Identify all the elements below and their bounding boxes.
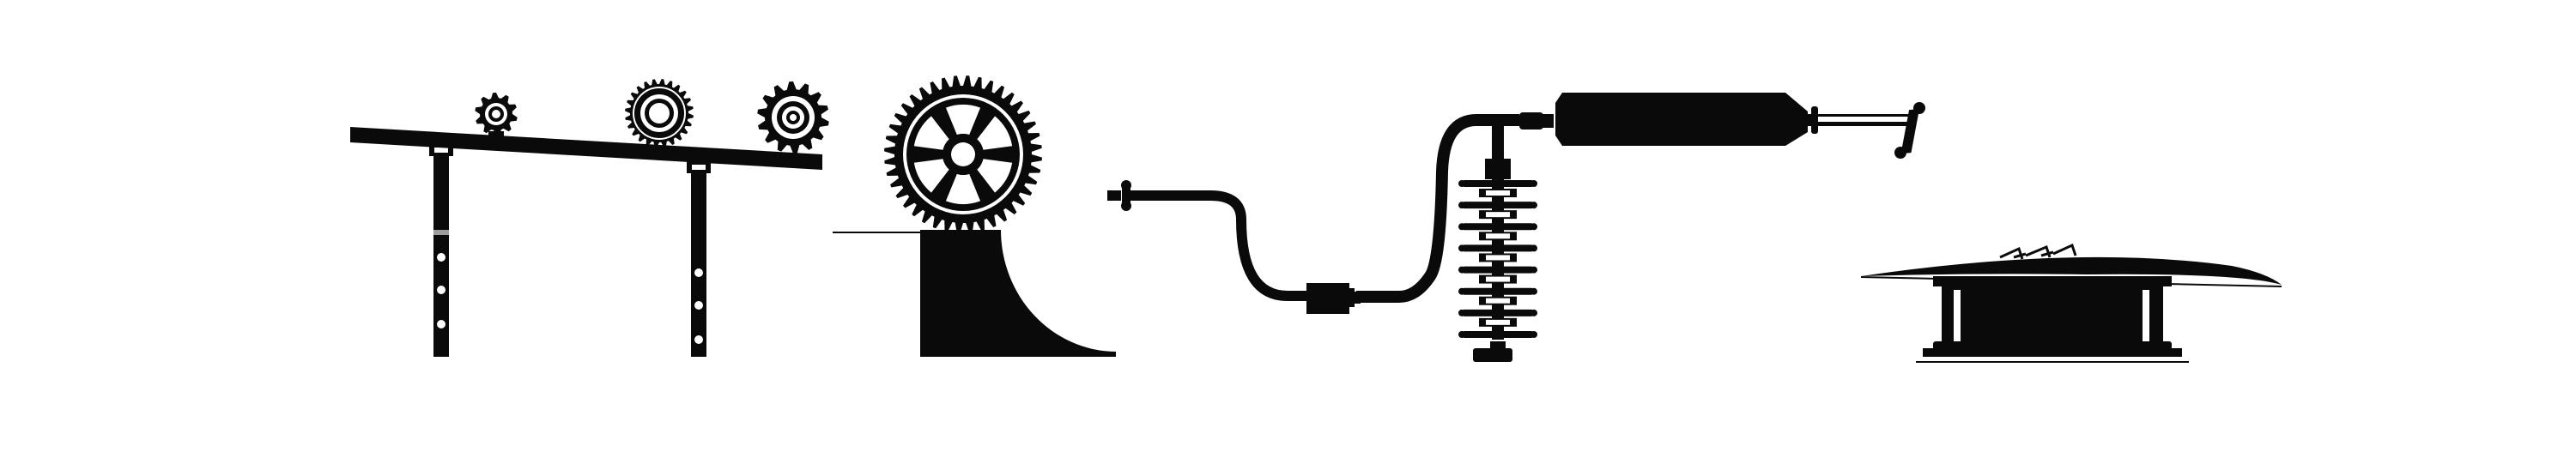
tilted-bar-assembly (350, 79, 829, 357)
quarter-round-block (920, 230, 1116, 357)
tank-body (1555, 93, 1808, 146)
large-sprocket-icon (884, 75, 1042, 233)
small-gear-icon (475, 93, 518, 142)
hose-pipe (1126, 190, 1313, 301)
hose-coupling (1306, 283, 1361, 314)
post-hole (437, 286, 445, 294)
hose-spring-tank-assembly (1107, 93, 1925, 362)
post-hole (437, 253, 445, 262)
disc-prongs (1999, 243, 2077, 260)
output-rod (1806, 102, 1925, 159)
disc-platform-assembly (1860, 243, 2282, 363)
right-post (687, 161, 711, 357)
platform-body (1942, 283, 2163, 357)
disc-top (1861, 256, 2282, 285)
spring-foot (1473, 348, 1512, 362)
tilted-bar (350, 127, 822, 170)
ring-gear-icon (757, 81, 829, 154)
spring-stack (1458, 178, 1537, 340)
post-hole (694, 301, 703, 310)
sprocket-block-assembly (833, 75, 1116, 357)
tank-connector (1519, 112, 1554, 130)
medium-gear-icon (625, 79, 694, 148)
hose-pipe-upper (1356, 114, 1519, 303)
post-hole (694, 268, 703, 277)
platform-base (1923, 348, 2182, 357)
post-hole (694, 335, 703, 344)
left-post (429, 144, 453, 357)
post-hole (437, 320, 445, 328)
